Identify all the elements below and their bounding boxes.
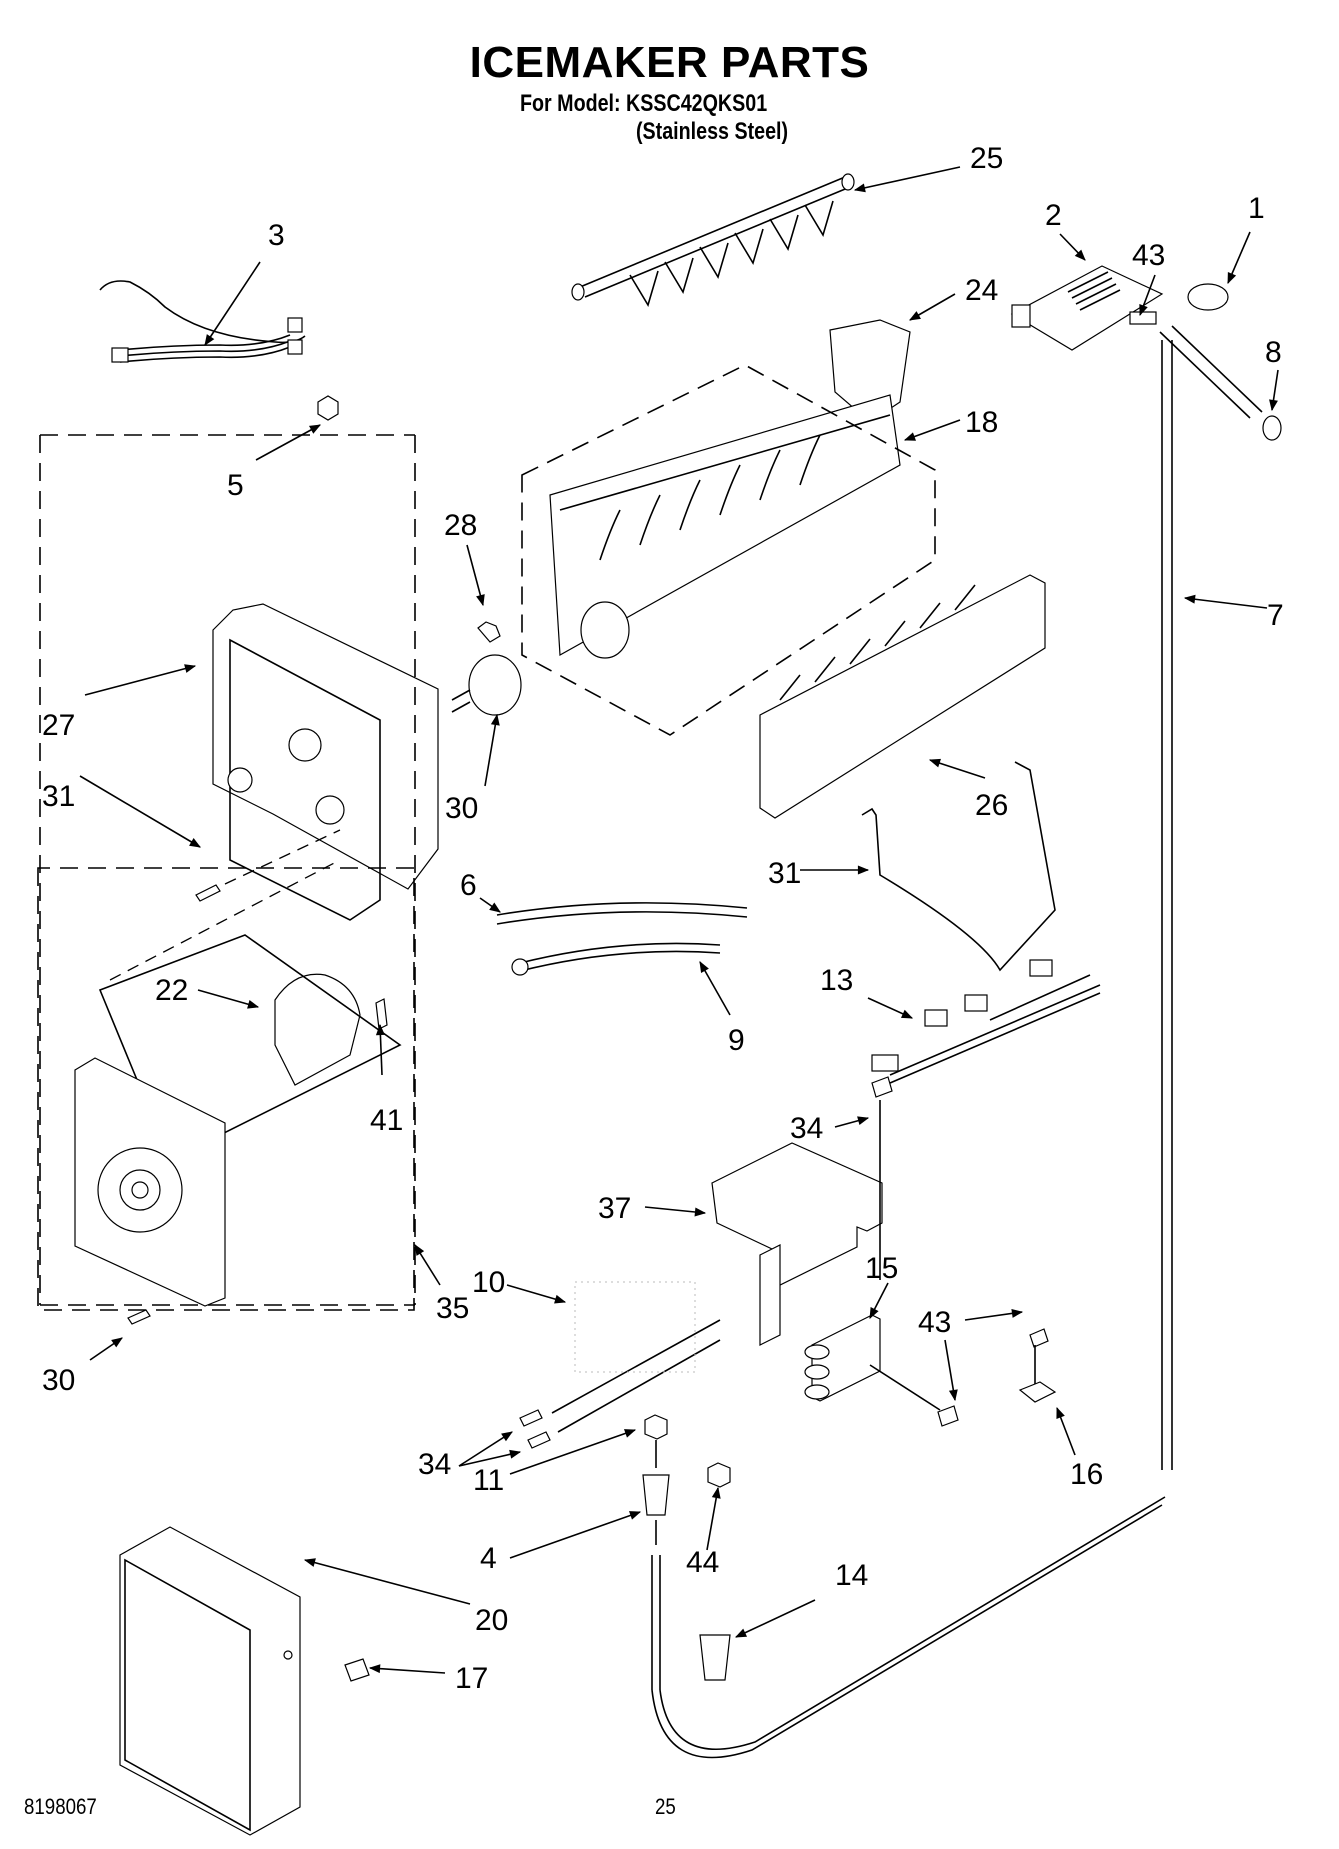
- callout-18[interactable]: 20: [475, 1604, 508, 1637]
- part-wire-harness: [99, 280, 306, 363]
- part-clip-16: [1018, 1328, 1057, 1403]
- callout-24[interactable]: 26: [975, 789, 1008, 822]
- part-ice-stripper: [759, 574, 1046, 819]
- part-nut-44: [707, 1462, 731, 1488]
- part-module-housing: [212, 603, 439, 921]
- callout-21[interactable]: 22: [155, 974, 188, 1007]
- callout-14[interactable]: 14: [835, 1559, 868, 1592]
- part-ejector-shaft: [571, 173, 855, 307]
- callout-8[interactable]: 8: [1265, 336, 1282, 369]
- callout-27[interactable]: 30: [445, 792, 478, 825]
- finish-line: (Stainless Steel): [636, 118, 789, 145]
- callout-1[interactable]: 1: [1248, 192, 1265, 225]
- callout-34-bottom[interactable]: 34: [418, 1448, 451, 1481]
- callout-9[interactable]: 9: [728, 1024, 745, 1057]
- callout-41[interactable]: 41: [370, 1104, 403, 1137]
- part-fitting-4: [642, 1474, 1166, 1759]
- callout-35[interactable]: 35: [436, 1292, 469, 1325]
- callout-10[interactable]: 10: [472, 1266, 505, 1299]
- part-control-plate: [74, 1057, 226, 1307]
- callout-3[interactable]: 3: [268, 219, 285, 252]
- module-guide-line: [109, 859, 341, 981]
- callout-15[interactable]: 15: [865, 1252, 898, 1285]
- part-screws-34: [519, 1319, 721, 1449]
- callout-34-top[interactable]: 34: [790, 1112, 823, 1145]
- part-screw-28: [195, 884, 221, 902]
- callout-7[interactable]: 7: [1267, 599, 1284, 632]
- callout-30[interactable]: 30: [42, 1364, 75, 1397]
- callout-28[interactable]: 31: [42, 780, 75, 813]
- module-assembly-box: [37, 867, 415, 1311]
- callout-17[interactable]: 17: [455, 1662, 488, 1695]
- callout-37[interactable]: 37: [598, 1192, 631, 1225]
- part-fitting-14: [699, 1634, 731, 1681]
- callout-13[interactable]: 13: [820, 964, 853, 997]
- document-number: 8198067: [24, 1794, 97, 1819]
- callout-26[interactable]: 28: [444, 509, 477, 542]
- model-line: For Model: KSSC42QKS01: [520, 90, 768, 117]
- part-wiring-13: [871, 959, 1101, 1084]
- callout-23[interactable]: 25: [970, 142, 1003, 175]
- screw-28-guide: [224, 829, 341, 885]
- callout-11[interactable]: 11: [473, 1464, 504, 1497]
- page-title: ICEMAKER PARTS: [469, 38, 870, 87]
- callout-31[interactable]: 31: [768, 857, 801, 890]
- callout-43-top[interactable]: 43: [1132, 239, 1165, 272]
- part-fill-tube: [1129, 283, 1282, 1470]
- leader-lines: [79, 166, 1279, 1674]
- part-shutoff-arm: [861, 761, 1056, 972]
- part-cover: [1010, 265, 1164, 351]
- callout-5[interactable]: 5: [227, 469, 244, 502]
- part-clamp: [804, 1314, 959, 1427]
- callout-6[interactable]: 6: [460, 869, 477, 902]
- part-cover-18: [119, 1526, 301, 1836]
- part-mold-assembly: [549, 394, 901, 659]
- part-thermostat: [451, 621, 522, 716]
- part-screw-30: [127, 1309, 151, 1325]
- callout-44[interactable]: 44: [686, 1546, 719, 1579]
- mold-assembly-dashed-outline: [521, 364, 936, 736]
- part-faint-10: [574, 1281, 696, 1373]
- part-tubes: [496, 902, 748, 976]
- callout-2[interactable]: 2: [1045, 199, 1062, 232]
- callout-25[interactable]: 27: [42, 709, 75, 742]
- callout-labels: 25 1 2 43 8 3 24 18 5 28 7 27 30 26 31 3…: [42, 142, 1284, 1695]
- part-clip: [317, 395, 339, 421]
- callout-16[interactable]: 16: [1070, 1458, 1103, 1491]
- callout-43-mid[interactable]: 43: [918, 1306, 951, 1339]
- callout-22[interactable]: 24: [965, 274, 998, 307]
- module-assembly-dashed-box: [39, 434, 416, 1306]
- callout-4[interactable]: 4: [480, 1542, 497, 1575]
- part-plug-17: [344, 1658, 370, 1682]
- part-nut-11: [644, 1414, 668, 1468]
- part-bracket: [711, 1076, 893, 1346]
- part-motor: [274, 973, 388, 1086]
- page-number: 25: [655, 1794, 676, 1819]
- callout-20[interactable]: 18: [965, 406, 998, 439]
